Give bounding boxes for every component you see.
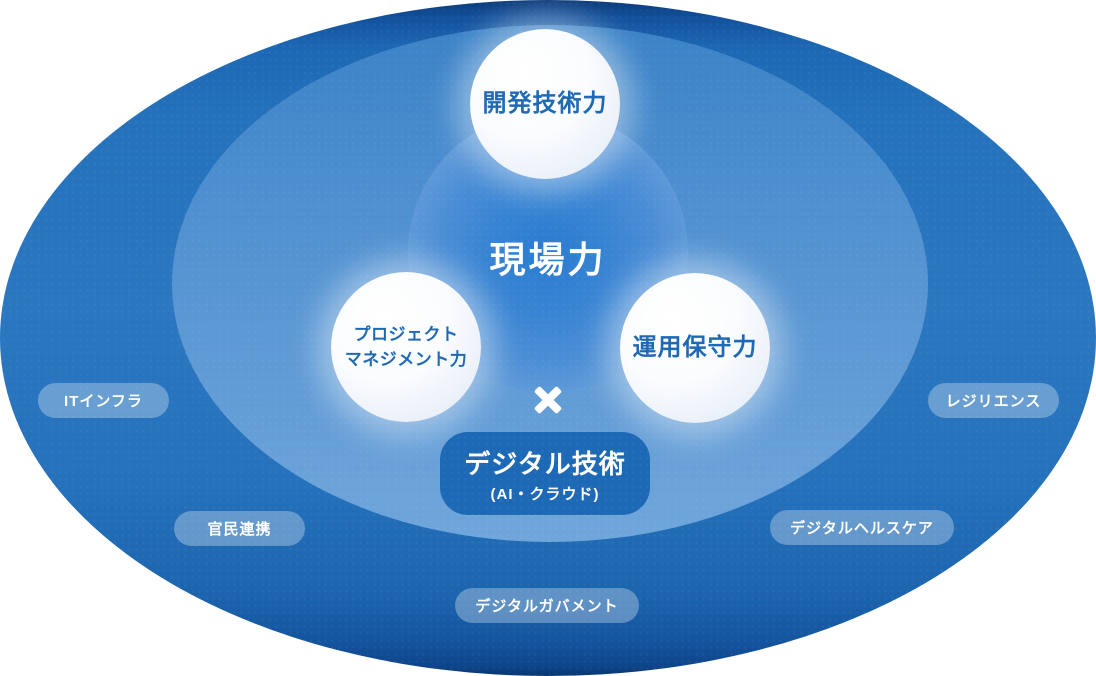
digital-tech-badge-subtitle: (AI・クラウド) (490, 485, 600, 503)
field-label-resilience: レジリエンス (928, 383, 1059, 418)
field-label-it-infrastructure-text: ITインフラ (64, 393, 143, 410)
field-label-digital-government: デジタルガバメント (455, 588, 639, 623)
field-label-resilience-text: レジリエンス (945, 393, 1042, 410)
capability-circle-project-management: プロジェクト マネジメント力 (331, 272, 481, 422)
capability-label-project-management: プロジェクト マネジメント力 (345, 322, 468, 373)
capability-circle-development: 開発技術力 (470, 29, 620, 179)
capability-circle-operation-maintenance: 運用保守力 (620, 273, 770, 423)
field-label-it-infrastructure: ITインフラ (38, 383, 169, 418)
capability-label-line1: プロジェクト (353, 324, 459, 344)
field-label-public-private-partnership-text: 官民連携 (207, 521, 272, 538)
center-label: 現場力 (489, 239, 607, 280)
field-label-digital-healthcare-text: デジタルヘルスケア (790, 520, 934, 537)
capability-label-line2: マネジメント力 (344, 350, 468, 369)
capability-label-operation-maintenance: 運用保守力 (632, 334, 758, 362)
field-label-digital-government-text: デジタルガバメント (475, 598, 619, 615)
capability-label-development: 開発技術力 (482, 90, 608, 118)
digital-tech-badge: デジタル技術 (AI・クラウド) (440, 432, 650, 515)
digital-tech-badge-title: デジタル技術 (464, 448, 626, 479)
field-label-digital-healthcare: デジタルヘルスケア (770, 510, 954, 545)
multiply-icon (531, 383, 565, 417)
field-label-public-private-partnership: 官民連携 (174, 511, 305, 546)
